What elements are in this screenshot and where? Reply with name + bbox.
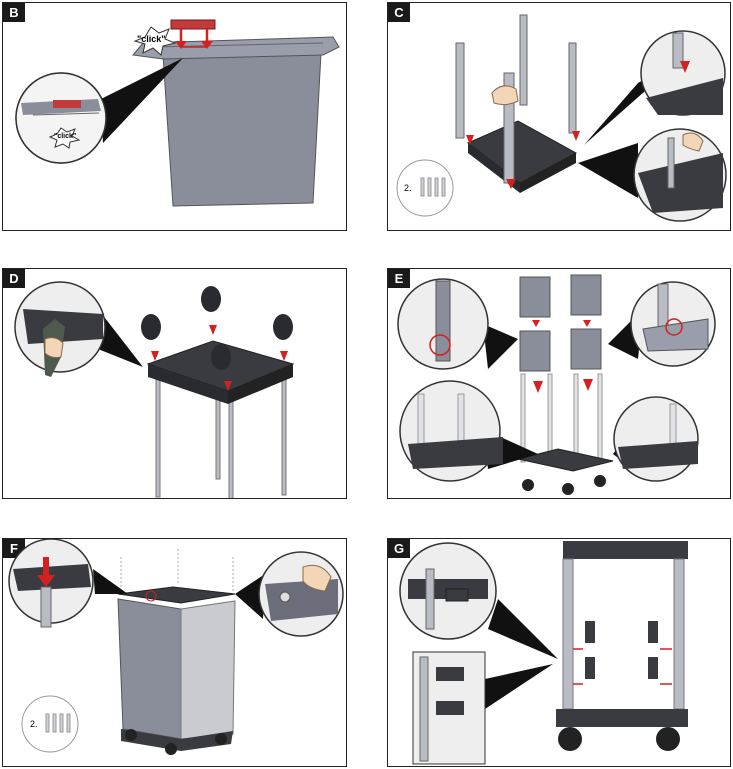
bin-illustration	[15, 19, 340, 207]
top-frame-illustration	[8, 539, 344, 755]
panel-f: F 2.	[2, 538, 347, 767]
click-callout-small: "click"	[54, 133, 77, 140]
panel-g: G	[387, 538, 731, 767]
base-poles-illustration	[396, 14, 727, 222]
casters-illustration	[14, 281, 295, 498]
side-panels-illustration	[397, 274, 716, 495]
panel-label: E	[388, 269, 410, 288]
panel-label: G	[388, 539, 410, 558]
panel-label: C	[388, 3, 410, 22]
screw-quantity: 2.	[404, 183, 412, 193]
panel-c: C 2.	[387, 2, 731, 231]
click-callout-large: "click"	[137, 34, 166, 44]
panel-e: E	[387, 268, 731, 499]
panel-d: D	[2, 268, 347, 499]
panel-label: D	[3, 269, 25, 288]
panel-b: B "click" "click"	[2, 2, 347, 231]
screw-quantity: 2.	[30, 719, 38, 729]
shelf-brackets-illustration	[399, 541, 688, 765]
panel-label: B	[3, 3, 25, 22]
